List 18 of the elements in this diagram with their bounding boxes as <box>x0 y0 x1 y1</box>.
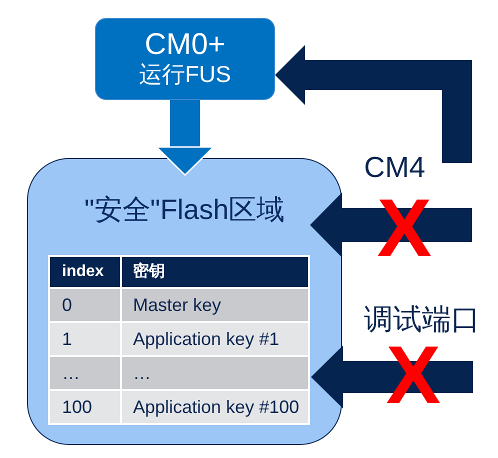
box-title: CM0+ <box>144 30 226 60</box>
region-title: "安全"Flash区域 <box>84 196 285 224</box>
arrow <box>275 45 472 163</box>
header-cell: 密钥 <box>122 257 308 287</box>
table-cell: 0 <box>50 289 120 321</box>
source-label: 调试端口 <box>364 306 480 335</box>
table-cell: Master key <box>122 289 308 321</box>
box-subtitle: 运行FUS <box>139 63 231 86</box>
table-cell: 1 <box>50 323 120 355</box>
table-cell: 100 <box>50 391 120 423</box>
table-cell: … <box>50 357 120 389</box>
table-cell: Application key #100 <box>122 391 308 423</box>
table-cell: … <box>122 357 308 389</box>
arrow <box>156 100 214 176</box>
header-cell: index <box>50 257 120 287</box>
source-label: CM4 <box>364 154 426 183</box>
process-box <box>95 18 275 100</box>
table-cell: Application key #1 <box>122 323 308 355</box>
